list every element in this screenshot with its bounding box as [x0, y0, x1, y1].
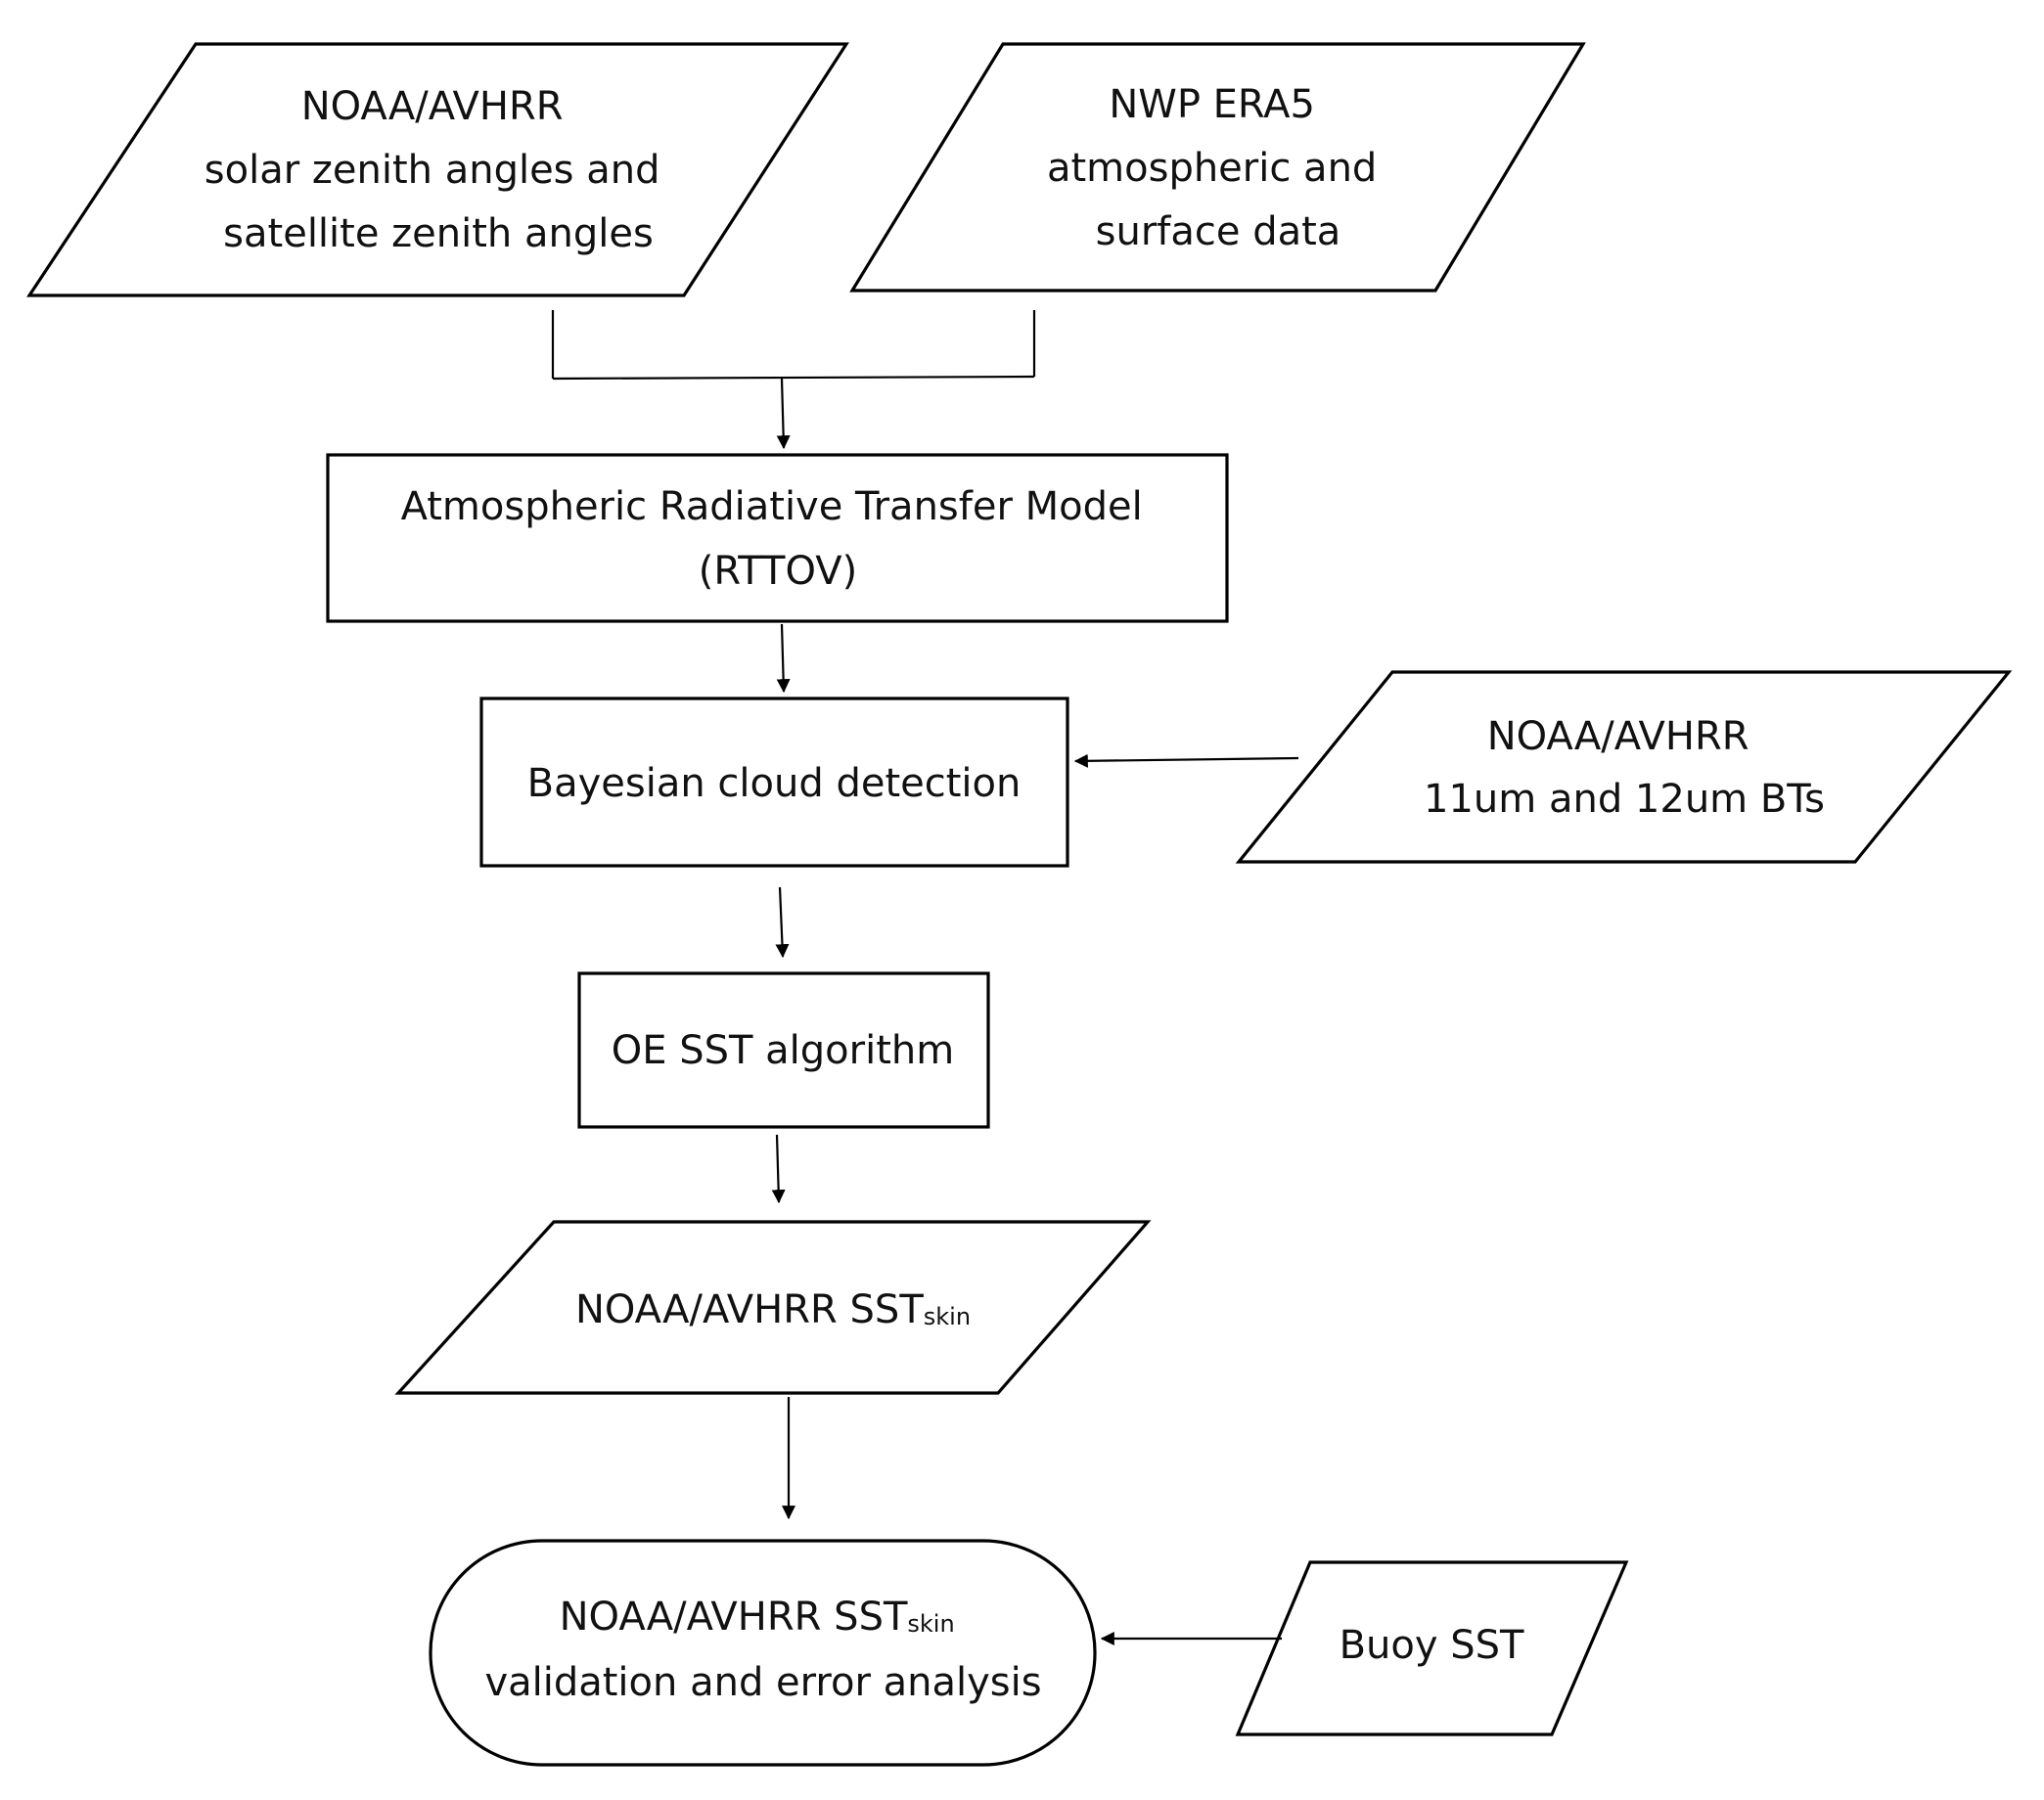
- rttov-model-line-2: (RTTOV): [699, 549, 857, 594]
- input-angles-line-1: NOAA/AVHRR: [301, 84, 564, 129]
- sst-skin-output-parallelogram: [394, 1220, 1152, 1395]
- input-bts-parallelogram: [1235, 670, 2013, 864]
- buoy-input-label: Buoy SST: [1340, 1623, 1524, 1668]
- input-bts-label: NOAA/AVHRR 11um and 12um BTs: [1424, 714, 1825, 822]
- merge-horizontal-connector: [552, 375, 1035, 381]
- validation-terminator: [429, 1539, 1097, 1767]
- rttov-model-line-1: Atmospheric Radiative Transfer Model: [401, 484, 1143, 529]
- oe-algorithm-line-1: OE SST algorithm: [612, 1028, 954, 1073]
- cloud-detection-line-1: Bayesian cloud detection: [527, 761, 1022, 806]
- validation-label: NOAA/AVHRR SSTskin validation and error …: [484, 1595, 1041, 1705]
- input-angles-label: NOAA/AVHRR solar zenith angles and satel…: [204, 84, 672, 256]
- input-angles-parallelogram: [26, 42, 849, 297]
- cloud-detection-box: [479, 697, 1069, 868]
- validation-line-2: validation and error analysis: [484, 1660, 1041, 1705]
- input-bts-line-1: NOAA/AVHRR: [1487, 714, 1749, 759]
- arrow-cloud-to-oe: [775, 886, 790, 959]
- rttov-model-label: Atmospheric Radiative Transfer Model (RT…: [401, 484, 1156, 594]
- sst-skin-main-text: NOAA/AVHRR SST: [575, 1287, 924, 1332]
- buoy-input-line-1: Buoy SST: [1340, 1623, 1524, 1668]
- arrow-bts-to-cloud: [1073, 753, 1299, 768]
- input-nwp-line-2: atmospheric and: [1047, 146, 1377, 191]
- input-nwp-line-1: NWP ERA5: [1109, 82, 1315, 127]
- input-nwp-label: NWP ERA5 atmospheric and surface data: [1047, 82, 1389, 254]
- arrow-to-rttov: [776, 378, 791, 450]
- input-nwp-parallelogram: [849, 42, 1586, 292]
- rttov-model-box: [326, 453, 1229, 623]
- buoy-input-parallelogram: [1235, 1560, 1629, 1736]
- cloud-detection-label: Bayesian cloud detection: [527, 761, 1022, 806]
- input-nwp-line-3: surface data: [1096, 209, 1341, 254]
- validation-line-1-subscript: skin: [907, 1610, 954, 1638]
- validation-line-1-main: NOAA/AVHRR SST: [560, 1595, 908, 1640]
- arrow-rttov-to-cloud: [776, 623, 791, 694]
- oe-algorithm-box: [577, 971, 990, 1129]
- arrow-oe-to-sst: [771, 1134, 786, 1204]
- oe-algorithm-label: OE SST algorithm: [612, 1028, 954, 1073]
- input-bts-line-2: 11um and 12um BTs: [1424, 777, 1825, 822]
- sst-skin-output-label: NOAA/AVHRR SSTskin: [575, 1287, 971, 1332]
- input-angles-line-3: satellite zenith angles: [223, 211, 654, 256]
- sst-skin-subscript: skin: [924, 1303, 971, 1330]
- input-angles-line-2: solar zenith angles and: [204, 148, 660, 193]
